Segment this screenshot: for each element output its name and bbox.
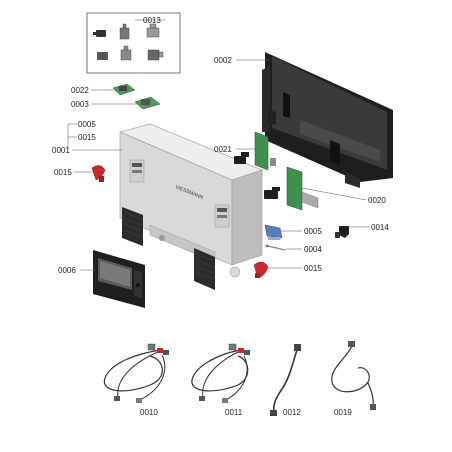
label-0005: 0005: [304, 227, 322, 236]
label-0015-right: 0015: [304, 264, 322, 273]
cable-0019: [331, 341, 376, 410]
pcb-0021: [234, 131, 276, 171]
label-0019: 0019: [334, 408, 352, 417]
label-0005-top: 0005: [78, 120, 96, 129]
fuse-0004: [265, 244, 286, 251]
label-0011: 0011: [225, 408, 243, 417]
cable-harness-0011: [191, 343, 250, 403]
plug-board-0003: [134, 96, 161, 110]
label-0004: 0004: [304, 245, 322, 254]
leader-lines: [67, 19, 370, 271]
label-0013: 0013: [143, 16, 161, 25]
plug-board-0022: [112, 83, 136, 96]
red-clip-0015-right: [253, 261, 269, 279]
red-clip-0015-left: [91, 165, 106, 182]
cable-0012: [270, 344, 301, 416]
label-0015-top: 0015: [78, 133, 96, 142]
fuse-holder-0005: [264, 224, 283, 240]
label-0014: 0014: [371, 223, 389, 232]
label-0002: 0002: [214, 56, 232, 65]
clip-0014: [335, 226, 349, 238]
label-0020: 0020: [368, 196, 386, 205]
main-housing-0001: [119, 123, 263, 278]
connector-kit-0013: [86, 12, 181, 74]
label-0012: 0012: [283, 408, 301, 417]
label-0003: 0003: [71, 100, 89, 109]
label-0006: 0006: [58, 266, 76, 275]
housing-grille-left: [122, 207, 143, 246]
rear-housing-0002: [262, 52, 393, 188]
label-0021: 0021: [214, 145, 232, 154]
label-0022: 0022: [71, 86, 89, 95]
pcb-0020: [264, 166, 319, 211]
label-0001: 0001: [52, 146, 70, 155]
housing-grille-right: [194, 248, 215, 290]
display-module-0006: [93, 250, 145, 308]
label-0015-left: 0015: [54, 168, 72, 177]
label-0010: 0010: [140, 408, 158, 417]
cable-harness-0010: [103, 343, 169, 403]
